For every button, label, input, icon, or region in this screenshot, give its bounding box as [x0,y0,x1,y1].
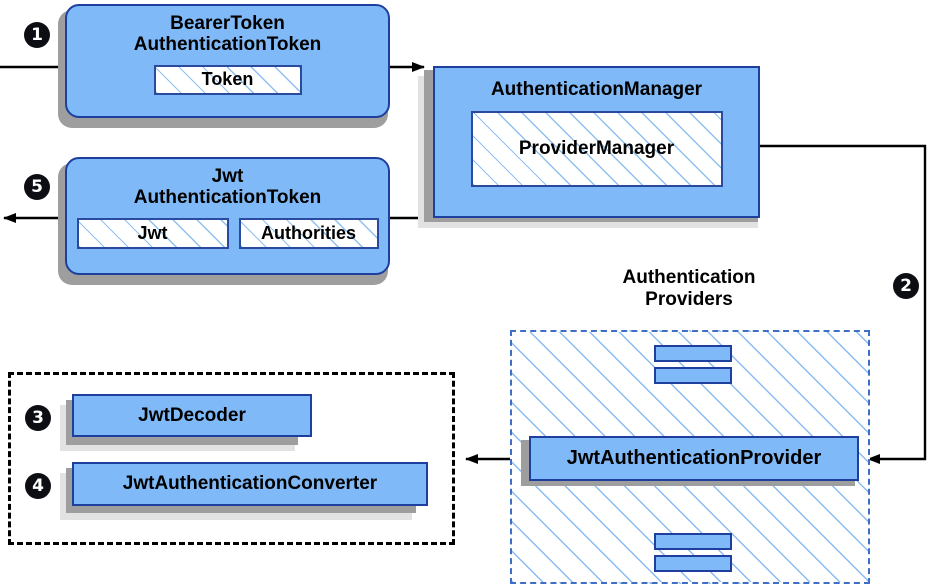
jwt-decoder-card[interactable]: JwtDecoder [72,394,312,437]
jwt-sub-box: Jwt [76,217,229,249]
jwt-authentication-converter-card[interactable]: JwtAuthenticationConverter [72,462,428,506]
jwt-authentication-converter-label: JwtAuthenticationConverter [122,473,378,494]
step-badge-3: 3 [25,405,51,431]
jwt-authentication-token-card[interactable]: Jwt AuthenticationToken Jwt Authorities [65,157,390,275]
jwt-decoder-label: JwtDecoder [138,404,246,426]
jwt-token-sub-row: Jwt Authorities [76,217,379,249]
step-badge-1: 1 [24,22,50,48]
authentication-providers-label: Authentication Providers [622,267,756,310]
jwt-support-group [8,372,455,545]
step-badge-4: 4 [25,473,51,499]
provider-manager-label: ProviderManager [518,138,675,160]
provider-bar-top-1 [654,345,732,362]
authorities-sub-label: Authorities [260,222,356,243]
step-badge-5: 5 [24,174,50,200]
auth-manager-title: AuthenticationManager [490,79,703,100]
jwt-authentication-provider-card[interactable]: JwtAuthenticationProvider [529,436,859,481]
authorities-sub-box: Authorities [238,217,379,249]
step-badge-2: 2 [893,273,919,299]
jwt-sub-label: Jwt [137,222,168,243]
bearer-token-authentication-token-card[interactable]: BearerToken AuthenticationToken Token [65,4,390,118]
token-sub-label: Token [201,69,254,90]
provider-manager-sub-box: ProviderManager [470,111,723,188]
authentication-manager-card[interactable]: AuthenticationManager ProviderManager [433,66,760,218]
provider-bar-top-2 [654,367,732,384]
jwt-token-card-title: Jwt AuthenticationToken [133,166,322,209]
bearer-token-card-title: BearerToken AuthenticationToken [133,13,322,56]
provider-bar-bottom-2 [654,555,732,572]
provider-bar-bottom-1 [654,533,732,550]
token-sub-box: Token [153,64,302,95]
jwt-authentication-provider-label: JwtAuthenticationProvider [566,447,822,469]
